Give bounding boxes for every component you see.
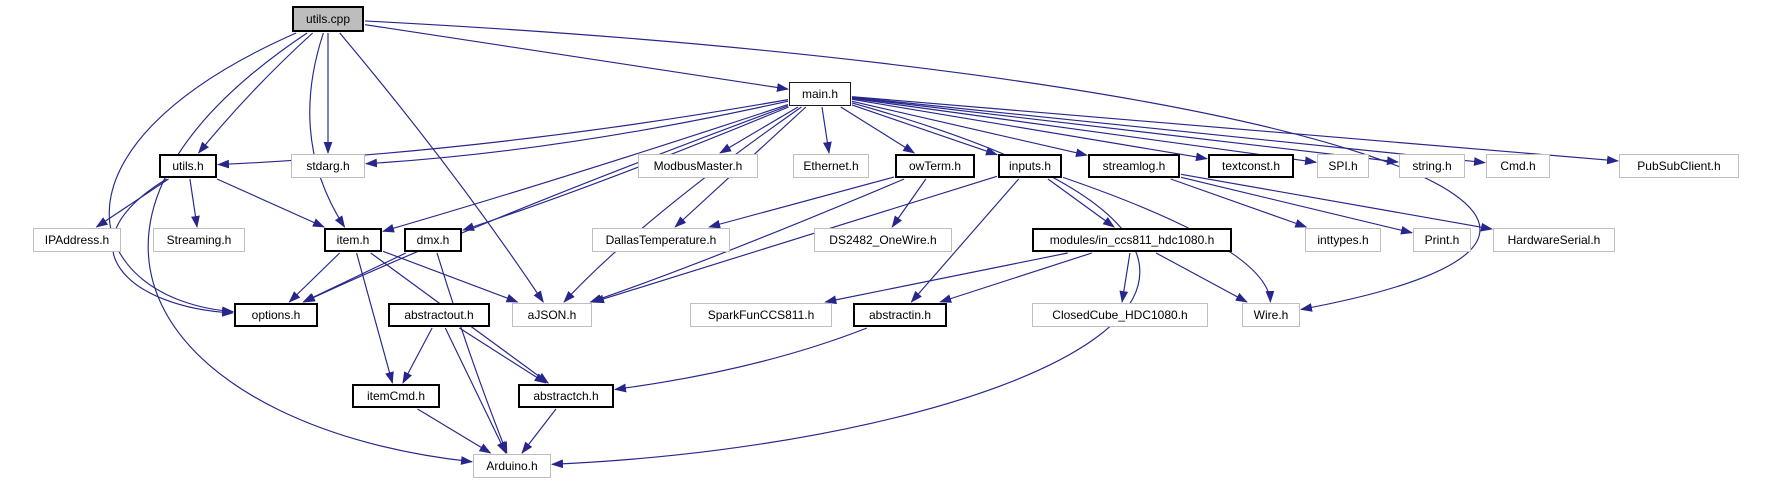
edge-owterm_h-to-ds2482_onewire_h — [891, 178, 927, 228]
edge-utils_cpp-to-options_h — [108, 32, 297, 316]
edge-item_h-to-options_h — [288, 252, 341, 303]
edge-utils_h-to-ipaddress_h — [95, 178, 169, 228]
node-inttypes_h: inttypes.h — [1305, 228, 1381, 252]
node-spi_h: SPI.h — [1317, 154, 1369, 178]
node-options_h[interactable]: options.h — [234, 303, 318, 327]
edge-modules_in_ccs811_hdc1080_h-to-sparkfunccs811_h — [824, 252, 1068, 305]
node-print_h: Print.h — [1413, 228, 1471, 252]
edge-abstractout_h-to-abstractch_h — [459, 327, 547, 384]
node-streaming_h: Streaming.h — [153, 228, 245, 252]
edge-utils_h-to-item_h — [216, 178, 325, 228]
edge-main_h-to-streamlog_h — [851, 100, 1088, 158]
node-streamlog_h[interactable]: streamlog.h — [1088, 154, 1180, 178]
edge-streamlog_h-to-inttypes_h — [1170, 178, 1308, 228]
node-stdarg_h: stdarg.h — [291, 154, 365, 178]
edge-main_h-to-options_h — [303, 105, 789, 303]
node-ethernet_h: Ethernet.h — [793, 154, 869, 178]
node-ipaddress_h: IPAddress.h — [33, 228, 121, 252]
node-sparkfunccs811_h: SparkFunCCS811.h — [690, 303, 832, 327]
edge-main_h-to-string_h — [851, 97, 1399, 166]
node-abstractout_h[interactable]: abstractout.h — [388, 303, 490, 327]
edge-main_h-to-ethernet_h — [821, 106, 832, 154]
edge-dmx_h-to-arduino_h — [436, 252, 508, 454]
edge-utils_cpp-to-wire_h — [364, 20, 1481, 312]
edge-main_h-to-item_h — [382, 104, 789, 233]
edge-utils_cpp-to-item_h — [309, 32, 346, 228]
edge-utils_cpp-to-main_h — [364, 24, 789, 92]
edge-modules_in_ccs811_hdc1080_h-to-closedcube_hdc1080_h — [1119, 252, 1131, 303]
edge-modules_in_ccs811_hdc1080_h-to-abstractin_h — [939, 252, 1092, 303]
edge-utils_cpp-to-ajson_h — [339, 32, 544, 303]
node-itemcmd_h[interactable]: itemCmd.h — [352, 384, 440, 408]
edge-utils_h-to-streaming_h — [189, 178, 200, 228]
node-main_h[interactable]: main.h — [789, 82, 851, 106]
edge-utils_cpp-to-arduino_h — [147, 32, 473, 465]
edge-main_h-to-owterm_h — [840, 106, 916, 154]
node-inputs_h[interactable]: inputs.h — [998, 154, 1062, 178]
node-modules_in_ccs811_hdc1080_h[interactable]: modules/in_ccs811_hdc1080.h — [1032, 228, 1232, 252]
node-wire_h: Wire.h — [1242, 303, 1300, 327]
edge-abstractch_h-to-arduino_h — [521, 408, 557, 454]
edge-main_h-to-textconst_h — [851, 98, 1208, 162]
edge-main_h-to-cmd_h — [851, 96, 1486, 166]
edge-main_h-to-pubsubclient_h — [851, 96, 1619, 165]
edge-item_h-to-itemcmd_h — [356, 252, 394, 384]
edge-itemcmd_h-to-arduino_h — [417, 408, 492, 454]
node-textconst_h[interactable]: textconst.h — [1208, 154, 1294, 178]
node-item_h[interactable]: item.h — [324, 228, 382, 252]
edge-abstractin_h-to-abstractch_h — [614, 327, 868, 393]
edge-main_h-to-inputs_h — [851, 104, 998, 156]
node-closedcube_hdc1080_h: ClosedCube_HDC1080.h — [1032, 303, 1208, 327]
node-ds2482_onewire_h: DS2482_OneWire.h — [814, 228, 952, 252]
node-dallastemperature_h: DallasTemperature.h — [592, 228, 730, 252]
node-ajson_h: aJSON.h — [512, 303, 592, 327]
edge-inputs_h-to-ajson_h — [592, 175, 998, 304]
node-string_h: string.h — [1399, 154, 1465, 178]
edge-abstractout_h-to-itemcmd_h — [402, 327, 433, 384]
node-abstractin_h[interactable]: abstractin.h — [853, 303, 947, 327]
node-hardwareserial_h: HardwareSerial.h — [1493, 228, 1615, 252]
edge-item_h-to-ajson_h — [382, 250, 519, 303]
node-owterm_h[interactable]: owTerm.h — [895, 154, 975, 178]
node-modbusmaster_h: ModbusMaster.h — [638, 154, 758, 178]
edge-modules_in_ccs811_hdc1080_h-to-wire_h — [1155, 252, 1248, 303]
edge-utils_h-to-options_h — [112, 178, 234, 317]
edge-main_h-to-ajson_h — [563, 106, 802, 303]
node-utils_h[interactable]: utils.h — [159, 154, 217, 178]
edge-main_h-to-spi_h — [851, 97, 1317, 166]
edge-utils_cpp-to-utils_h — [197, 32, 314, 154]
node-utils_cpp[interactable]: utils.cpp — [292, 6, 364, 32]
edge-abstractout_h-to-arduino_h — [444, 327, 507, 454]
node-cmd_h: Cmd.h — [1486, 154, 1550, 178]
node-pubsubclient_h: PubSubClient.h — [1619, 154, 1739, 178]
edge-owterm_h-to-dallastemperature_h — [708, 176, 895, 229]
node-arduino_h: Arduino.h — [473, 454, 551, 478]
edge-streamlog_h-to-hardwareserial_h — [1180, 173, 1493, 232]
edge-inputs_h-to-modules_in_ccs811_hdc1080_h — [1047, 178, 1115, 228]
edge-streamlog_h-to-print_h — [1180, 176, 1413, 235]
node-dmx_h[interactable]: dmx.h — [404, 228, 462, 252]
edge-main_h-to-arduino_h — [551, 102, 1141, 469]
node-abstractch_h[interactable]: abstractch.h — [518, 384, 614, 408]
edge-main_h-to-stdarg_h — [365, 100, 789, 168]
edge-main_h-to-modbusmaster_h — [719, 106, 799, 154]
edge-dmx_h-to-options_h — [302, 252, 407, 303]
edge-owterm_h-to-ajson_h — [589, 178, 905, 303]
